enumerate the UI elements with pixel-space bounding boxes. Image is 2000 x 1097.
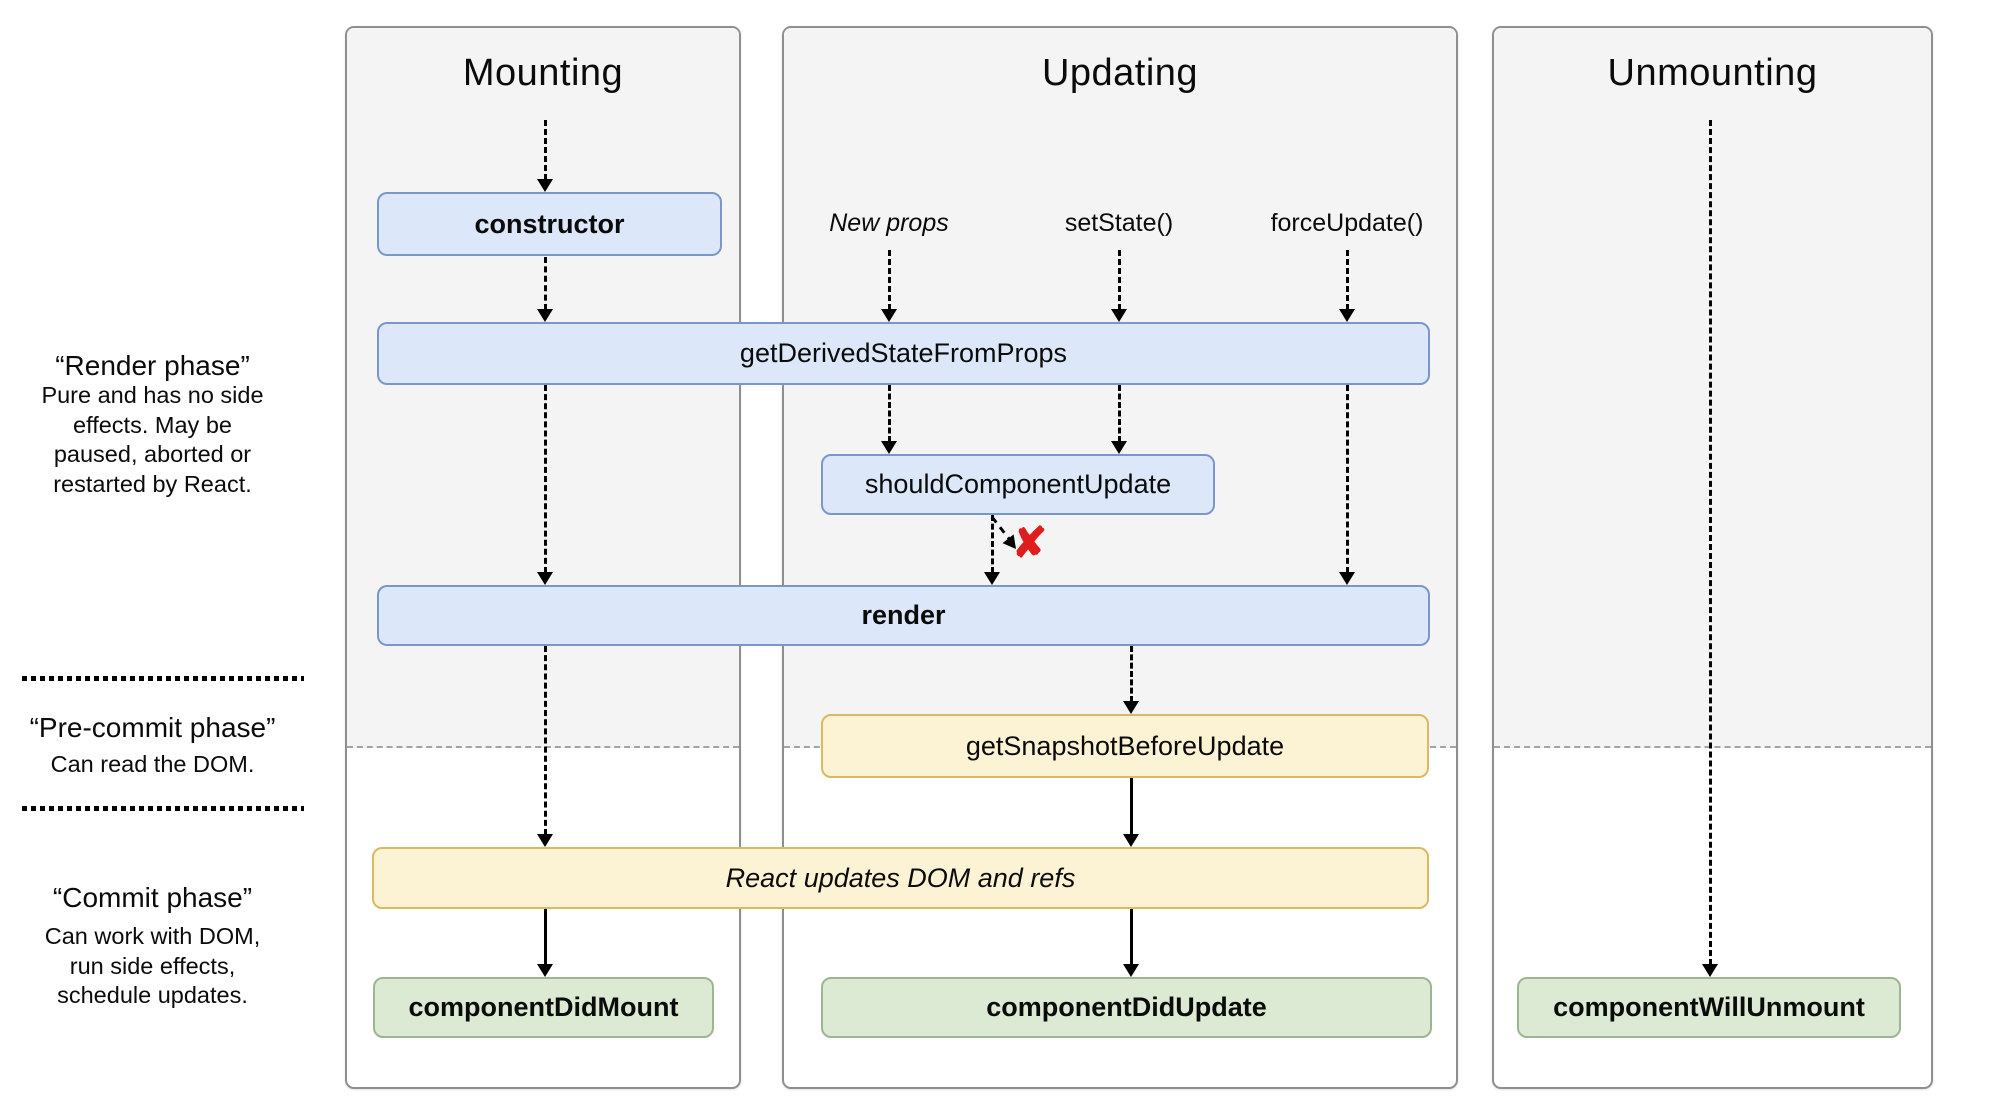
- arrowhead: [537, 309, 553, 322]
- arrow-shouldupdate-false-branch: [990, 516, 1016, 549]
- column-title-updating: Updating: [1041, 52, 1199, 94]
- arrow-unmounting-to-willunmount: [1708, 120, 1712, 965]
- phase-description-pre-commit: Can read the DOM.: [50, 751, 255, 777]
- node-react-updates-dom: React updates DOM and refs: [372, 847, 1429, 909]
- arrowhead: [1123, 964, 1139, 977]
- arrowhead: [1702, 964, 1718, 977]
- node-component-did-mount[interactable]: componentDidMount: [373, 977, 714, 1038]
- arrow-forceupdate-to-getderived: [1345, 250, 1349, 310]
- node-should-component-update[interactable]: shouldComponentUpdate: [821, 454, 1215, 515]
- arrow-mounting-start: [543, 120, 547, 180]
- phase-title-commit: “Commit phase”: [52, 882, 253, 913]
- node-get-derived-state-from-props[interactable]: getDerivedStateFromProps: [377, 322, 1430, 385]
- trigger-set-state: setState(): [1064, 208, 1174, 237]
- column-title-unmounting: Unmounting: [1607, 52, 1818, 94]
- arrow-constructor-to-getderived: [543, 257, 547, 310]
- node-get-snapshot-before-update[interactable]: getSnapshotBeforeUpdate: [821, 714, 1429, 778]
- arrowhead: [1123, 834, 1139, 847]
- render-phase-background: [1494, 28, 1931, 748]
- node-component-did-update[interactable]: componentDidUpdate: [821, 977, 1432, 1038]
- panel-updating: [782, 26, 1458, 1089]
- arrowhead: [881, 441, 897, 454]
- arrowhead: [1339, 309, 1355, 322]
- cancel-x-icon: ✘: [1012, 519, 1048, 566]
- phase-description-render: Pure and has no side effects. May be pau…: [41, 382, 264, 497]
- arrow-reactupdates-to-didupdate: [1129, 909, 1133, 965]
- arrow-reactupdates-to-didmount: [543, 909, 547, 965]
- phase-description-commit: Can work with DOM, run side effects, sch…: [44, 923, 261, 1008]
- panel-unmounting: [1492, 26, 1933, 1089]
- arrowhead: [1339, 572, 1355, 585]
- arrow-setstate-to-getderived: [1117, 250, 1121, 310]
- arrowhead: [537, 572, 553, 585]
- arrow-newprops-to-getderived: [887, 250, 891, 310]
- node-render[interactable]: render: [377, 585, 1430, 646]
- arrowhead: [984, 572, 1000, 585]
- arrow-shouldupdate-to-render: [990, 515, 994, 573]
- trigger-force-update: forceUpdate(): [1270, 208, 1424, 237]
- node-constructor[interactable]: constructor: [377, 192, 722, 256]
- arrowhead: [1111, 441, 1127, 454]
- trigger-new-props: New props: [829, 208, 949, 237]
- arrow-render-to-getsnapshot: [1129, 646, 1133, 702]
- arrow-getsnapshot-to-reactupdates: [1129, 778, 1133, 835]
- arrow-getderived-to-shouldupdate-left: [887, 385, 891, 442]
- arrowhead: [537, 834, 553, 847]
- arrow-forceupdate-to-render: [1345, 385, 1349, 573]
- arrowhead: [537, 964, 553, 977]
- arrowhead: [537, 179, 553, 192]
- arrowhead: [1123, 701, 1139, 714]
- arrowhead: [881, 309, 897, 322]
- arrowhead: [1111, 309, 1127, 322]
- phase-title-render: “Render phase”: [55, 350, 250, 381]
- phase-title-pre-commit: “Pre-commit phase”: [29, 712, 276, 743]
- arrow-render-to-reactupdates-mounting: [543, 646, 547, 835]
- phase-separator-line: [22, 676, 304, 681]
- arrow-getderived-to-shouldupdate-right: [1117, 385, 1121, 442]
- column-title-mounting: Mounting: [462, 52, 624, 94]
- phase-separator-line: [22, 806, 304, 811]
- arrow-getderived-to-render-mounting: [543, 385, 547, 573]
- node-component-will-unmount[interactable]: componentWillUnmount: [1517, 977, 1901, 1038]
